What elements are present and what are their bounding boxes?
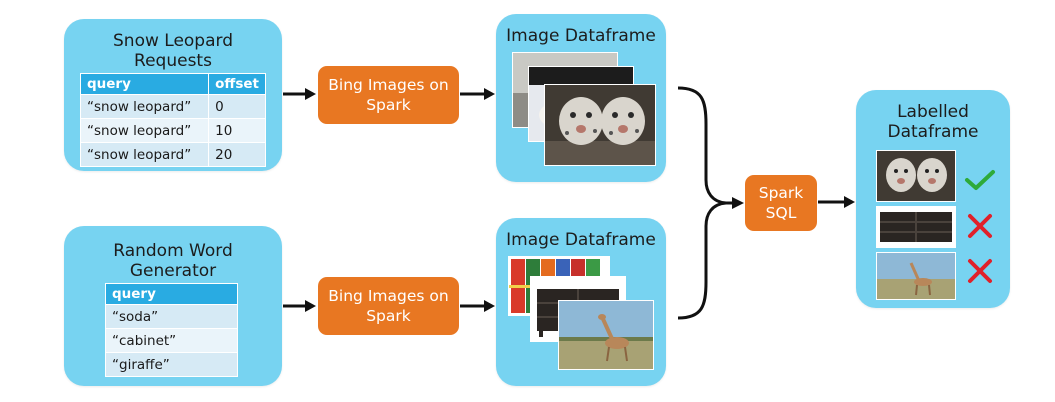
- table-row: “snow leopard” 10: [79, 118, 266, 143]
- column-header-query: query: [105, 283, 238, 305]
- offset-cell: 0: [208, 94, 266, 119]
- table-row: “giraffe”: [105, 352, 238, 377]
- labelled-snow-leopard-image: [876, 150, 956, 202]
- arrow-right-icon: [283, 88, 316, 100]
- table-header-row: query: [105, 283, 238, 305]
- column-header-query: query: [79, 73, 210, 95]
- column-header-offset: offset: [208, 73, 266, 95]
- arrow-right-icon: [818, 196, 855, 208]
- labelled-title-line2: Dataframe: [887, 122, 979, 142]
- offset-cell: 10: [208, 118, 266, 143]
- arrow-right-icon: [460, 300, 495, 312]
- labelled-dataframe-panel: Labelled Dataframe: [856, 90, 1010, 308]
- snow-leopard-image-front: [544, 84, 656, 166]
- image-dataframe-title-top: Image Dataframe: [506, 26, 656, 46]
- table-row: “cabinet”: [105, 328, 238, 353]
- bing-top-line1: Bing Images on: [328, 76, 449, 94]
- table-header-row: query offset: [79, 73, 266, 95]
- query-cell: “snow leopard”: [79, 118, 210, 143]
- arrow-right-icon: [283, 300, 316, 312]
- labelled-title-line1: Labelled: [897, 102, 969, 122]
- table-row: “soda”: [105, 304, 238, 329]
- labelled-giraffe-image: [876, 252, 956, 300]
- query-cell: “snow leopard”: [79, 94, 210, 119]
- spark-sql-box: Spark SQL: [745, 175, 817, 231]
- bing-images-on-spark-box-top: Bing Images on Spark: [318, 66, 459, 124]
- snow-leopard-title-line2: Requests: [134, 51, 212, 71]
- check-icon: [965, 170, 995, 190]
- snow-leopard-table: query offset “snow leopard” 0 “snow leop…: [79, 73, 266, 167]
- cross-icon: [968, 259, 992, 283]
- random-word-table: query “soda” “cabinet” “giraffe”: [105, 283, 238, 377]
- snow-leopard-requests-panel: Snow Leopard Requests query offset “snow…: [64, 19, 282, 171]
- random-word-generator-panel: Random Word Generator query “soda” “cabi…: [64, 226, 282, 386]
- offset-cell: 20: [208, 142, 266, 167]
- labelled-cabinet-image: [876, 206, 956, 248]
- random-word-title-line1: Random Word: [113, 241, 233, 261]
- cross-icon: [968, 214, 992, 238]
- merge-brace-icon: [677, 86, 744, 320]
- bing-top-line2: Spark: [366, 96, 411, 114]
- table-row: “snow leopard” 20: [79, 142, 266, 167]
- image-dataframe-title-bottom: Image Dataframe: [506, 230, 656, 250]
- arrow-right-icon: [460, 88, 495, 100]
- spark-sql-line2: SQL: [765, 204, 797, 222]
- bing-bottom-line1: Bing Images on: [328, 287, 449, 305]
- query-cell: “cabinet”: [105, 328, 238, 353]
- random-word-title-line2: Generator: [129, 261, 217, 281]
- image-dataframe-panel-top: Image Dataframe: [496, 14, 666, 182]
- bing-images-on-spark-box-bottom: Bing Images on Spark: [318, 277, 459, 335]
- query-cell: “giraffe”: [105, 352, 238, 377]
- query-cell: “soda”: [105, 304, 238, 329]
- bing-bottom-line2: Spark: [366, 307, 411, 325]
- giraffe-image: [558, 300, 654, 370]
- image-dataframe-panel-bottom: Image Dataframe: [496, 218, 666, 386]
- snow-leopard-title-line1: Snow Leopard: [113, 31, 233, 51]
- table-row: “snow leopard” 0: [79, 94, 266, 119]
- query-cell: “snow leopard”: [79, 142, 210, 167]
- spark-sql-line1: Spark: [758, 184, 804, 202]
